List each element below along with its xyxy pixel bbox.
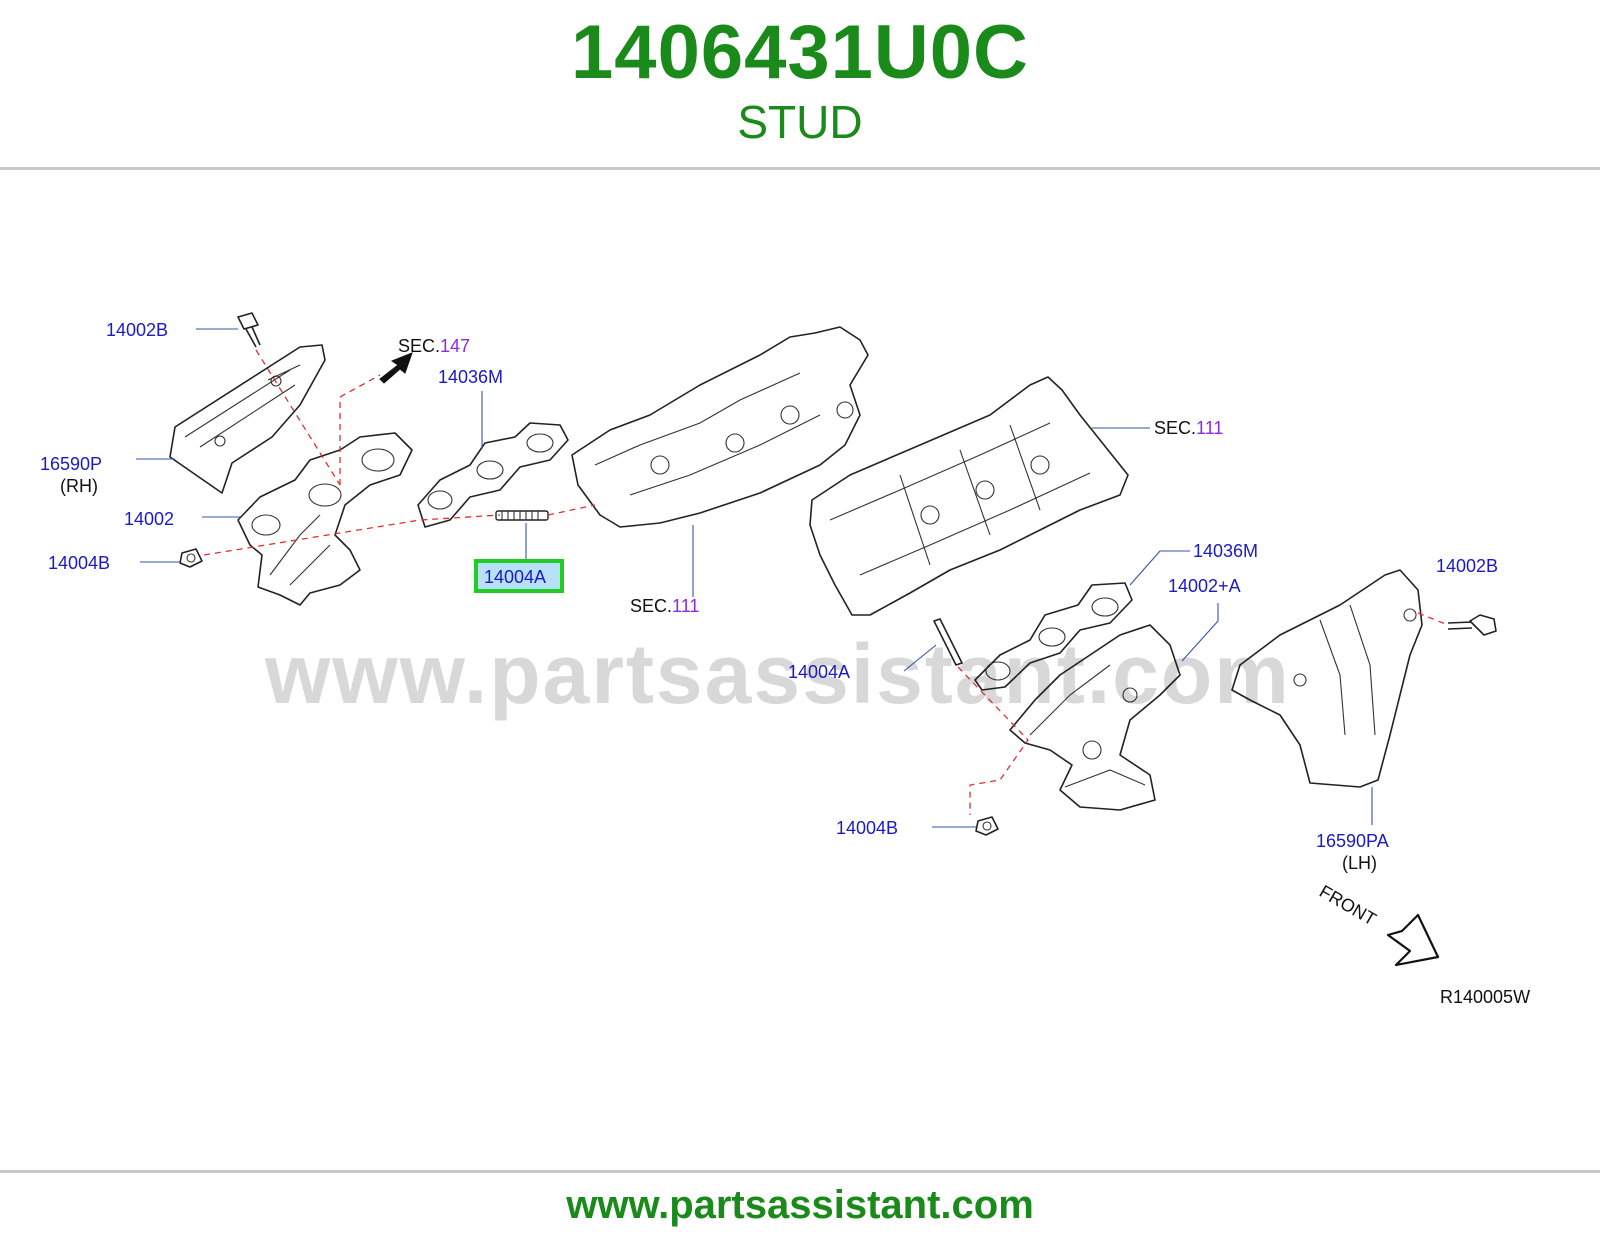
- part-number-title: 1406431U0C: [571, 10, 1029, 95]
- front-label: FRONT: [1316, 881, 1380, 929]
- footer-site-link[interactable]: www.partsassistant.com: [566, 1183, 1034, 1227]
- leader-14036m-lh: [1129, 550, 1190, 586]
- callout-14002[interactable]: 14002: [124, 509, 174, 529]
- dashed-line-nut-rh: [203, 514, 501, 556]
- bolt-14002b-rh: [237, 312, 261, 348]
- callout-14004b-lh[interactable]: 14004B: [836, 818, 898, 838]
- callout-14004a-lh[interactable]: 14004A: [788, 662, 850, 682]
- dashed-line-bolt-rh: [255, 349, 341, 486]
- callout-14036m-rh[interactable]: 14036M: [438, 367, 503, 387]
- cylinder-head-lh: [809, 376, 1129, 616]
- highlight-box-14004a[interactable]: [474, 559, 564, 593]
- callout-sec111-rh[interactable]: SEC.111: [630, 596, 699, 616]
- callout-14002b-rh[interactable]: 14002B: [106, 320, 168, 340]
- watermark-text: www.partsassistant.com: [264, 627, 1291, 721]
- callout-14004b-rh[interactable]: 14004B: [48, 553, 110, 573]
- drawing-code: R140005W: [1440, 987, 1530, 1007]
- leader-14004a-lh: [903, 644, 937, 672]
- gasket-14036m-rh: [417, 422, 569, 528]
- header-divider: [0, 167, 1600, 170]
- cylinder-head-rh: [571, 326, 869, 528]
- callout-14002b-lh[interactable]: 14002B: [1436, 556, 1498, 576]
- bolt-14002b-lh: [1447, 614, 1497, 636]
- front-arrow-icon: [1386, 913, 1440, 967]
- exploded-parts-diagram: www.partsassistant.com: [0, 175, 1600, 1165]
- gasket-14036m-lh: [974, 582, 1133, 691]
- dashed-line-bolt-lh: [1417, 612, 1449, 626]
- nut-14004b-lh: [975, 816, 999, 836]
- page-header: 1406431U0C STUD: [0, 0, 1600, 168]
- footer-divider: [0, 1170, 1600, 1173]
- sec147-arrow-icon: [379, 352, 413, 384]
- callout-16590pa-side: (LH): [1342, 853, 1377, 873]
- dashed-line-lh-stud-nut: [957, 666, 1029, 815]
- exhaust-manifold-rh: [237, 432, 413, 606]
- leader-14002a: [1181, 603, 1219, 662]
- callout-16590pa[interactable]: 16590PA: [1316, 831, 1389, 851]
- callout-16590p[interactable]: 16590P: [40, 454, 102, 474]
- callout-sec147[interactable]: SEC.147: [398, 336, 470, 356]
- callout-14004a-highlighted[interactable]: 14004A: [484, 567, 546, 587]
- part-name-subtitle: STUD: [737, 96, 863, 148]
- dashed-line-sec147: [339, 374, 381, 485]
- callout-14002a[interactable]: 14002+A: [1168, 576, 1241, 596]
- stud-14004a-lh: [933, 618, 963, 666]
- callout-sec111-lh[interactable]: SEC.111: [1154, 418, 1223, 438]
- dashed-line-stud-head: [547, 504, 596, 516]
- heat-insulator-rh: [169, 344, 326, 494]
- exhaust-manifold-lh: [1009, 624, 1181, 811]
- stud-14004a-highlighted: [495, 510, 549, 521]
- callout-16590p-side: (RH): [60, 476, 98, 496]
- diagram-canvas: www.partsassistant.com: [40, 312, 1530, 1007]
- heat-insulator-lh: [1231, 569, 1423, 788]
- callout-14036m-lh[interactable]: 14036M: [1193, 541, 1258, 561]
- nut-14004b-rh: [179, 548, 203, 568]
